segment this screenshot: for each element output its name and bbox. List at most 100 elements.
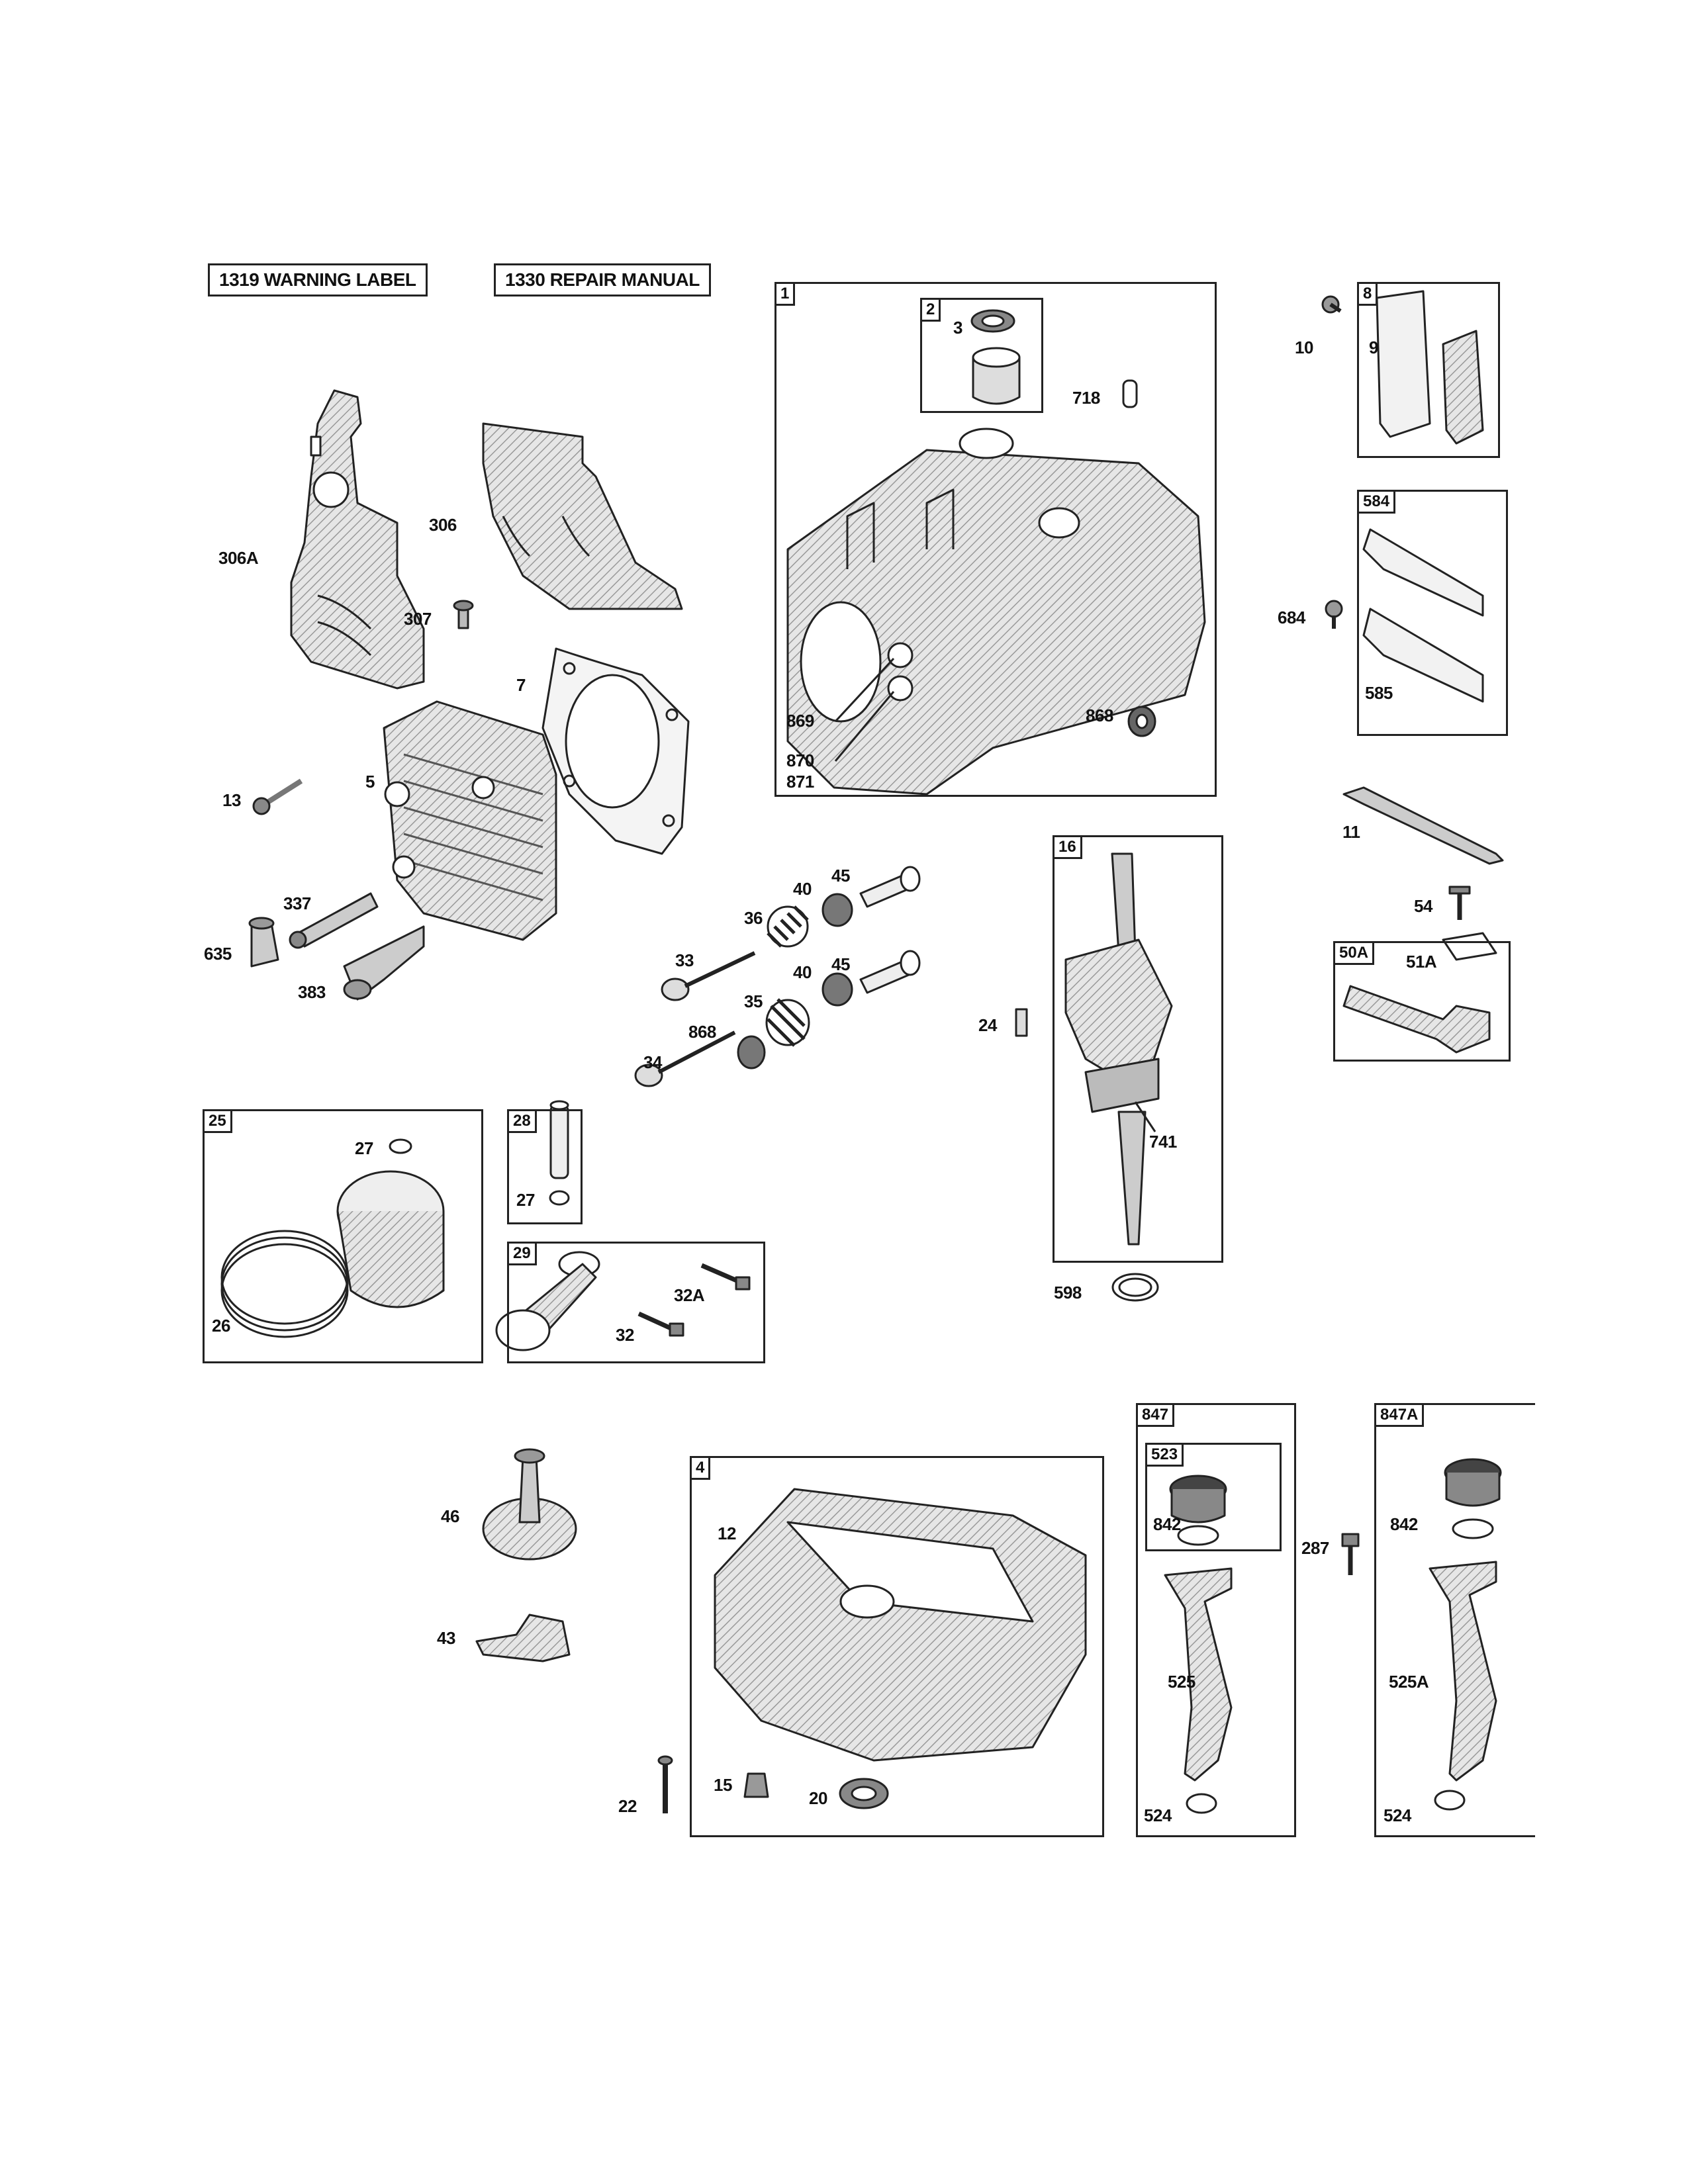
kit-frame-28 — [507, 1109, 583, 1224]
callout-13: 13 — [222, 790, 241, 810]
callout-525: 525 — [1168, 1672, 1196, 1692]
piston-pin-28 — [549, 1100, 569, 1179]
seal-3 — [970, 309, 1015, 333]
clip-27a — [389, 1138, 412, 1154]
callout-35: 35 — [744, 991, 763, 1011]
callout-741: 741 — [1149, 1132, 1177, 1152]
callout-40-upper: 40 — [793, 879, 812, 899]
shield-306 — [482, 422, 683, 610]
elbow-635 — [248, 917, 279, 968]
bracket-50a — [1342, 932, 1497, 1054]
kit-frame-847 — [1136, 1403, 1296, 1837]
kit-tag-25: 25 — [203, 1109, 232, 1134]
kit-tag-28: 28 — [507, 1109, 537, 1134]
callout-45-lower: 45 — [831, 954, 850, 974]
kit-frame-16 — [1053, 835, 1223, 1263]
kit-frame-8 — [1357, 282, 1500, 458]
governor-assembly-43 — [475, 1614, 571, 1662]
tappet-45a — [859, 866, 921, 908]
screw-684 — [1325, 600, 1343, 629]
callout-524-847: 524 — [1144, 1805, 1172, 1825]
callout-306: 306 — [429, 515, 457, 535]
bolt-13 — [252, 778, 303, 815]
seal-868a — [1127, 705, 1156, 737]
callout-20: 20 — [809, 1788, 827, 1808]
piston-rings-26 — [220, 1230, 349, 1338]
callout-383: 383 — [298, 982, 326, 1002]
piston-25 — [336, 1170, 445, 1308]
retainer-40b — [821, 972, 853, 1007]
callout-869: 869 — [786, 711, 814, 731]
seal-868b — [737, 1035, 766, 1069]
callout-11: 11 — [1342, 822, 1360, 842]
o-ring-842b — [1452, 1518, 1494, 1539]
o-ring-842a — [1177, 1525, 1219, 1546]
screw-307 — [453, 600, 474, 629]
kit-tag-8: 8 — [1357, 282, 1378, 306]
callout-870: 870 — [786, 751, 814, 770]
seal-20 — [839, 1778, 889, 1809]
callout-43: 43 — [437, 1628, 455, 1648]
kit-tag-584: 584 — [1357, 490, 1396, 514]
kit-frame-523 — [1145, 1443, 1282, 1551]
callout-635: 635 — [204, 944, 232, 964]
callout-24: 24 — [978, 1015, 997, 1035]
callout-15: 15 — [714, 1775, 732, 1795]
kit-tag-523: 523 — [1145, 1443, 1184, 1467]
screw-287 — [1341, 1533, 1360, 1575]
clip-27b — [549, 1190, 570, 1206]
dipstick-tube-525 — [1164, 1567, 1233, 1782]
kit-frame-29 — [507, 1242, 765, 1363]
cap-842a — [1169, 1475, 1227, 1524]
callout-842-847a: 842 — [1390, 1514, 1418, 1534]
callout-718: 718 — [1072, 388, 1100, 408]
callout-32: 32 — [616, 1325, 634, 1345]
callout-598: 598 — [1054, 1283, 1082, 1302]
callout-27-pin: 27 — [516, 1190, 535, 1210]
valve-spring-35 — [765, 998, 810, 1047]
callout-27-piston: 27 — [355, 1138, 373, 1158]
kit-frame-4 — [690, 1456, 1104, 1837]
screw-22 — [657, 1755, 673, 1813]
kit-tag-847: 847 — [1136, 1403, 1175, 1428]
bolt-32 — [637, 1311, 684, 1337]
screw-10 — [1321, 295, 1342, 314]
o-ring-524b — [1434, 1790, 1466, 1811]
tappet-45b — [859, 950, 921, 994]
callout-868-block: 868 — [1086, 705, 1113, 725]
exhaust-valve-34 — [634, 1030, 736, 1087]
callout-5: 5 — [365, 772, 375, 792]
head-gasket-7 — [541, 647, 690, 855]
callout-9: 9 — [1369, 338, 1378, 357]
callout-46: 46 — [441, 1506, 459, 1526]
plug-15 — [743, 1772, 769, 1798]
callout-7: 7 — [516, 675, 526, 695]
callout-585: 585 — [1365, 683, 1393, 703]
kit-frame-1 — [774, 282, 1217, 797]
dipstick-tube-525a — [1429, 1561, 1497, 1782]
callout-287: 287 — [1301, 1538, 1329, 1558]
crankshaft-16 — [1064, 852, 1173, 1246]
callout-10: 10 — [1295, 338, 1313, 357]
kit-frame-25 — [203, 1109, 483, 1363]
callout-54: 54 — [1414, 896, 1432, 916]
callout-45-upper: 45 — [831, 866, 850, 886]
callout-307: 307 — [404, 609, 432, 629]
callout-868-valve: 868 — [688, 1022, 716, 1042]
breather-cover-8 — [1376, 290, 1484, 445]
repair-manual-box: 1330 REPAIR MANUAL — [494, 263, 711, 296]
blower-shield-306a — [290, 389, 425, 690]
callout-34: 34 — [643, 1052, 662, 1072]
kit-frame-847a — [1374, 1403, 1535, 1837]
callout-524-847a: 524 — [1383, 1805, 1411, 1825]
callout-40-lower: 40 — [793, 962, 812, 982]
kit-frame-50a — [1333, 941, 1511, 1062]
callout-871: 871 — [786, 772, 814, 792]
callout-684: 684 — [1278, 608, 1305, 627]
dowel-718 — [1122, 379, 1138, 408]
kit-frame-2 — [920, 298, 1043, 413]
callout-525a: 525A — [1389, 1672, 1429, 1692]
screw-54 — [1448, 886, 1471, 920]
warning-label-box: 1319 WARNING LABEL — [208, 263, 428, 296]
